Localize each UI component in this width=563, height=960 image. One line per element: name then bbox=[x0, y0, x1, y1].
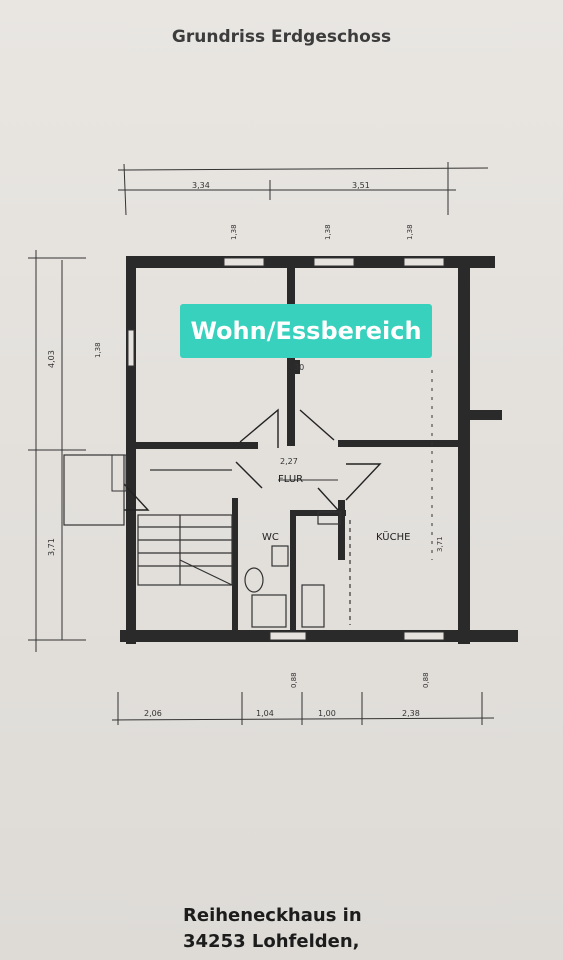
dim-left-lower: 3,71 bbox=[47, 538, 56, 556]
wall-south bbox=[120, 630, 518, 642]
staircase bbox=[137, 469, 233, 586]
dim-opening-1: 1,38 bbox=[230, 224, 238, 240]
wall-west bbox=[126, 256, 136, 644]
page-title: Grundriss Erdgeschoss bbox=[171, 27, 392, 47]
porch-post bbox=[111, 454, 127, 492]
door-living-right bbox=[299, 409, 335, 441]
door-kitchen bbox=[345, 463, 382, 501]
dim-bottom-3: 1,00 bbox=[318, 709, 336, 718]
wc-fixtures bbox=[244, 511, 351, 628]
dim-opening-3: 1,38 bbox=[406, 224, 414, 240]
dim-top-left: 3,34 bbox=[192, 181, 210, 190]
wall-stair bbox=[232, 498, 238, 632]
dim-top-right: 3,51 bbox=[352, 181, 370, 190]
dim-bottom-opening-2: 0,88 bbox=[422, 672, 430, 688]
room-label-wc: WC bbox=[262, 532, 279, 543]
dim-opening-2: 1,38 bbox=[324, 224, 332, 240]
door-wc bbox=[317, 487, 339, 511]
dim-bottom-4: 2,38 bbox=[402, 709, 420, 718]
window-north-3 bbox=[403, 257, 445, 267]
wall-wc-top bbox=[296, 510, 346, 516]
dim-bottom-opening-1: 0,88 bbox=[290, 672, 298, 688]
wall-wc bbox=[290, 510, 296, 632]
doors bbox=[123, 408, 382, 511]
room-label-kueche: KÜCHE bbox=[376, 530, 410, 543]
window-south-1 bbox=[269, 631, 307, 641]
door-entrance bbox=[123, 483, 150, 511]
stair-frame bbox=[137, 514, 233, 586]
wc-sink bbox=[271, 545, 289, 567]
room-label-flur: FLUR bbox=[278, 474, 303, 485]
dim-window-left: 1,38 bbox=[94, 342, 102, 358]
room-labels: FLUR WC KÜCHE bbox=[262, 474, 410, 543]
window-south-2 bbox=[403, 631, 445, 641]
highlight-label: Wohn/Essbereich bbox=[180, 304, 432, 358]
dim-flur: 2,27 bbox=[280, 457, 298, 466]
window-north-2 bbox=[313, 257, 355, 267]
door-flur bbox=[235, 461, 263, 489]
wc-toilet bbox=[244, 567, 264, 593]
footer-line-1: Reiheneckhaus in bbox=[183, 905, 362, 926]
wall-stub-east bbox=[462, 410, 502, 420]
window-west bbox=[127, 329, 135, 367]
dim-right-lower: 3,71 bbox=[436, 536, 444, 552]
dimension-labels: 3,34 3,51 1,38 1,38 1,38 2,06 1,04 1,00 … bbox=[47, 181, 444, 718]
dim-bottom-1: 2,06 bbox=[144, 709, 162, 718]
windows bbox=[127, 257, 445, 641]
hall-cabinet bbox=[317, 511, 341, 525]
wall-north bbox=[126, 256, 495, 268]
wc-cabinet bbox=[251, 594, 287, 628]
wall-east bbox=[458, 256, 470, 644]
chimney-box bbox=[290, 360, 300, 374]
dim-chimney: 30 bbox=[294, 363, 304, 372]
entrance-porch bbox=[63, 454, 125, 526]
wall-flur-north-right bbox=[338, 440, 460, 447]
address-footer: Reiheneckhaus in 34253 Lohfelden, bbox=[183, 903, 543, 955]
door-living-left bbox=[239, 408, 279, 448]
dim-bottom-2: 1,04 bbox=[256, 709, 274, 718]
wall-flur-north-left bbox=[136, 442, 258, 449]
window-north-1 bbox=[223, 257, 265, 267]
kitchen-appliance bbox=[301, 584, 325, 628]
dimension-lines bbox=[28, 162, 495, 725]
dim-left-total: 4,03 bbox=[47, 350, 56, 368]
wall-kitchen-divider bbox=[338, 500, 345, 560]
footer-line-2: 34253 Lohfelden, bbox=[183, 931, 360, 952]
